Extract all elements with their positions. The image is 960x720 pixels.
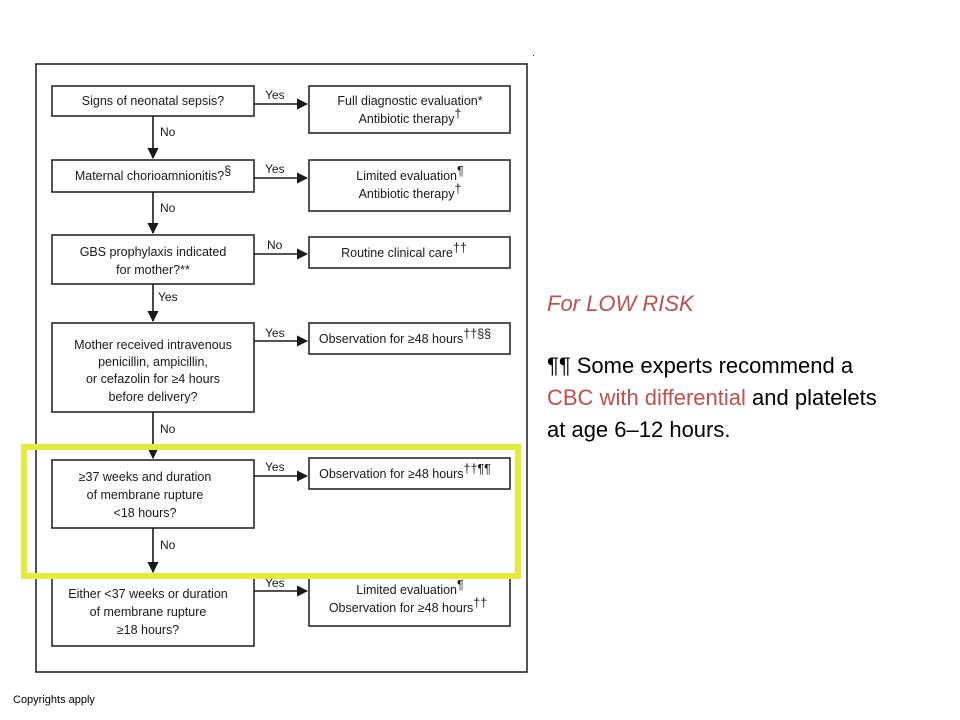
- svg-text:Full diagnostic evaluation*: Full diagnostic evaluation*: [337, 94, 482, 108]
- label-yes-2: Yes: [265, 162, 285, 176]
- label-yes-6: Yes: [265, 576, 285, 590]
- svg-text:penicillin, ampicillin,: penicillin, ampicillin,: [98, 355, 208, 369]
- svg-text:Limited evaluation¶: Limited evaluation¶: [356, 164, 464, 183]
- svg-text:Observation for ≥48 hours††§§: Observation for ≥48 hours††§§: [319, 327, 491, 346]
- outcome-routine-care: Routine clinical care††: [308, 236, 511, 269]
- question-iv-antibiotics: Mother received intravenous penicillin, …: [51, 322, 255, 413]
- label-no-4: No: [160, 422, 176, 436]
- svg-text:before delivery?: before delivery?: [109, 390, 198, 404]
- outcome-observation-48h-a: Observation for ≥48 hours††§§: [308, 322, 511, 355]
- corner-mark: [533, 55, 534, 56]
- label-no-5: No: [160, 538, 176, 552]
- question-37-weeks: ≥37 weeks and duration of membrane ruptu…: [51, 459, 255, 529]
- outcome-limited-evaluation-antibiotics: Limited evaluation¶ Antibiotic therapy†: [308, 159, 511, 212]
- svg-text:Observation for ≥48 hours††¶¶: Observation for ≥48 hours††¶¶: [319, 462, 491, 481]
- svg-text:of membrane rupture: of membrane rupture: [90, 605, 207, 619]
- horizontal-connectors: [254, 98, 309, 597]
- outcome-limited-evaluation-observation: Limited evaluation¶ Observation for ≥48 …: [308, 573, 511, 627]
- svg-text:Antibiotic therapy†: Antibiotic therapy†: [359, 182, 462, 201]
- svg-text:≥37 weeks and duration: ≥37 weeks and duration: [79, 470, 212, 484]
- highlight-box: [21, 444, 521, 579]
- label-yes-5: Yes: [265, 460, 285, 474]
- question-chorioamnionitis: Maternal chorioamnionitis?§: [51, 159, 255, 193]
- svg-text:Antibiotic therapy†: Antibiotic therapy†: [359, 107, 462, 126]
- svg-text:or cefazolin for ≥4 hours: or cefazolin for ≥4 hours: [86, 372, 220, 386]
- label-no-2: No: [160, 201, 176, 215]
- svg-text:of membrane rupture: of membrane rupture: [87, 488, 204, 502]
- svg-text:Routine clinical care††: Routine clinical care††: [341, 241, 467, 260]
- copyright-notice: Copyrights apply: [13, 694, 95, 706]
- question-sepsis: Signs of neonatal sepsis?: [51, 85, 255, 117]
- side-note: For LOW RISK ¶¶ Some experts recommend a…: [547, 288, 877, 446]
- svg-text:Observation for ≥48 hours††: Observation for ≥48 hours††: [329, 596, 487, 615]
- outcome-observation-48h-b: Observation for ≥48 hours††¶¶: [308, 457, 511, 490]
- flowchart-frame: [35, 63, 528, 673]
- svg-text:Mother received intravenous: Mother received intravenous: [74, 338, 232, 352]
- svg-text:<18 hours?: <18 hours?: [114, 506, 177, 520]
- label-yes-1: Yes: [265, 88, 285, 102]
- label-yes-3: Yes: [158, 290, 178, 304]
- side-note-prefix: ¶¶ Some experts recommend a: [547, 353, 854, 378]
- svg-text:for mother?**: for mother?**: [116, 263, 190, 277]
- svg-text:GBS prophylaxis indicated: GBS prophylaxis indicated: [80, 245, 227, 259]
- label-no-1: No: [160, 125, 176, 139]
- svg-text:≥18 hours?: ≥18 hours?: [117, 623, 180, 637]
- outcome-full-evaluation: Full diagnostic evaluation* Antibiotic t…: [308, 85, 511, 134]
- side-note-heading: For LOW RISK: [547, 291, 694, 316]
- svg-text:Either <37 weeks or duration: Either <37 weeks or duration: [68, 587, 228, 601]
- side-note-highlight: CBC with differential: [547, 385, 746, 410]
- label-yes-4: Yes: [265, 326, 285, 340]
- svg-text:Limited evaluation¶: Limited evaluation¶: [356, 578, 464, 597]
- question-gbs-prophylaxis: GBS prophylaxis indicated for mother?**: [51, 234, 255, 285]
- side-note-suffix: and platelets at age 6–12 hours.: [547, 385, 877, 442]
- question-less-37-weeks: Either <37 weeks or duration of membrane…: [51, 573, 255, 647]
- svg-text:Maternal chorioamnionitis?§: Maternal chorioamnionitis?§: [75, 164, 231, 183]
- label-no-3: No: [267, 238, 283, 252]
- svg-text:Signs of neonatal sepsis?: Signs of neonatal sepsis?: [82, 94, 225, 108]
